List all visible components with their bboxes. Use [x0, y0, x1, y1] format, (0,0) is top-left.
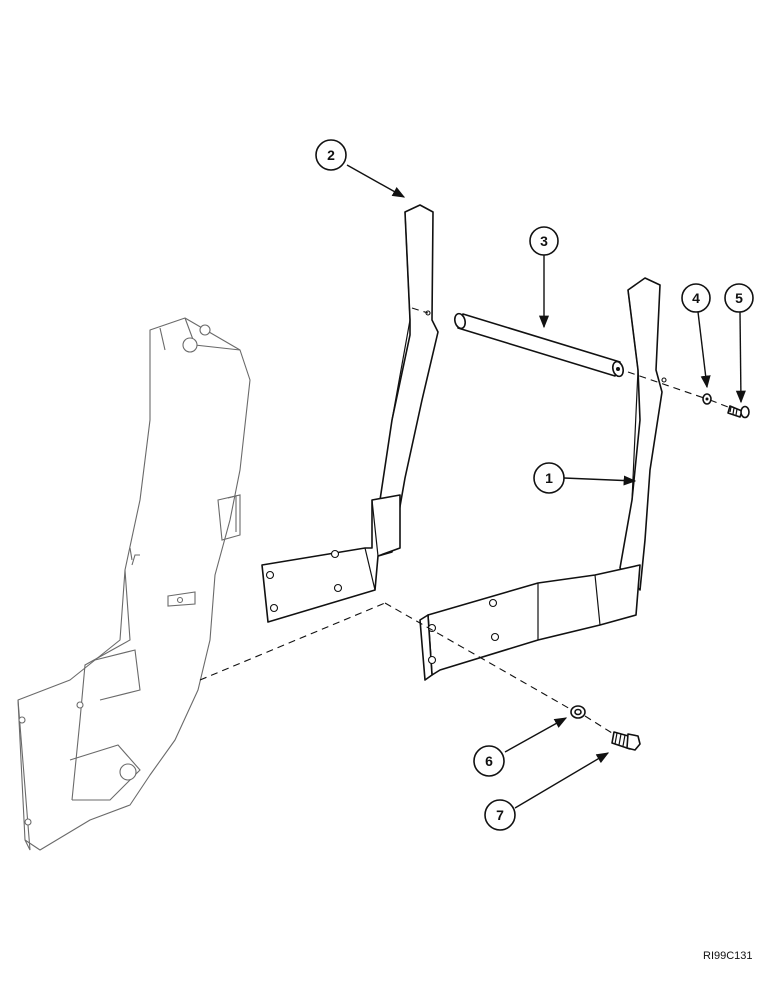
callout-3: 3	[529, 226, 559, 256]
left-bracket-part-2	[261, 204, 439, 623]
screw-part-5	[727, 405, 750, 419]
svg-text:5: 5	[735, 290, 743, 306]
right-bracket-part-1	[419, 277, 667, 681]
mounting-plate-housing	[17, 317, 251, 851]
svg-text:4: 4	[692, 290, 700, 306]
callout-1: 1	[533, 462, 565, 494]
washer-part-4	[702, 393, 712, 405]
svg-text:3: 3	[540, 233, 548, 249]
alignment-lines	[199, 307, 729, 734]
svg-text:1: 1	[545, 470, 553, 486]
svg-text:6: 6	[485, 753, 493, 769]
callout-4: 4	[681, 283, 711, 313]
bolt-part-7	[611, 731, 641, 751]
callout-5: 5	[724, 283, 754, 313]
rod-part-3	[453, 312, 625, 378]
callout-7: 7	[484, 799, 516, 831]
callout-6: 6	[473, 745, 505, 777]
reference-code: RI99C131	[703, 950, 753, 962]
svg-text:7: 7	[496, 807, 504, 823]
callout-2: 2	[315, 139, 347, 171]
leader-lines	[346, 164, 746, 809]
svg-text:2: 2	[327, 147, 335, 163]
washer-part-6	[570, 705, 586, 719]
